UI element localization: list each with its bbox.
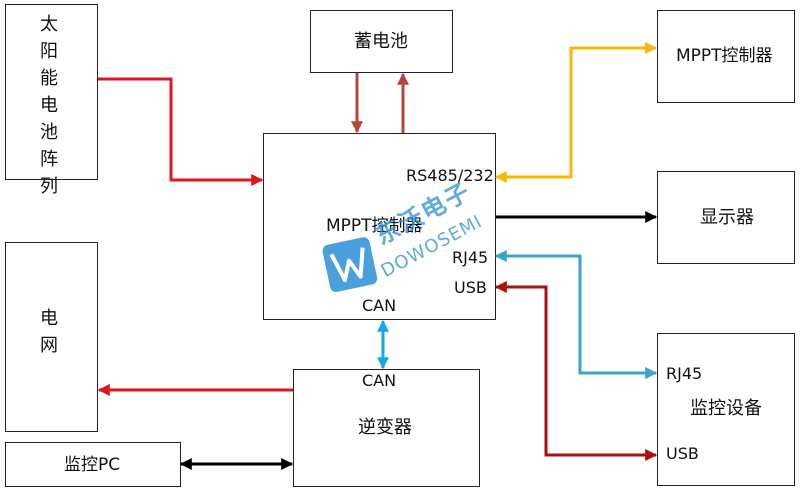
watermark: 东沃电子 DOWOSEMI	[318, 177, 498, 300]
rj45-main-port-label: RJ45	[452, 248, 489, 267]
mppt-main-label: MPPT控制器	[326, 216, 423, 236]
rj45-link-line	[494, 250, 658, 379]
monitor-device-box: RJ45 监控设备 USB	[657, 333, 795, 486]
grid-label: 电网	[40, 308, 58, 356]
rs485-port-label: RS485/232	[406, 166, 494, 185]
rj45-device-port-label: RJ45	[666, 364, 703, 383]
usb-main-port-label: USB	[454, 278, 487, 297]
mppt-main-box: RS485/232 MPPT控制器 RJ45 USB CAN	[263, 133, 496, 320]
display-box: 显示器	[657, 171, 795, 264]
mppt-ext-label: MPPT控制器	[676, 46, 773, 66]
grid-box: 电网	[5, 242, 98, 432]
can-main-port-label: CAN	[362, 296, 397, 315]
solar-array-label: 太阳能电池阵列	[40, 14, 58, 197]
monitor-pc-box: 监控PC	[5, 442, 181, 487]
usb-device-port-label: USB	[666, 444, 699, 463]
inverter-label: 逆变器	[358, 417, 412, 438]
monitor-pc-label: 监控PC	[64, 455, 121, 475]
mppt-ext-box: MPPT控制器	[657, 10, 795, 103]
battery-box: 蓄电池	[310, 10, 453, 73]
solar-to-mppt-line	[98, 77, 264, 186]
usb-link-line	[494, 281, 658, 461]
dowosemi-logo-icon	[322, 237, 378, 292]
monitor-device-label: 监控设备	[690, 398, 762, 419]
solar-array-box: 太阳能电池阵列	[5, 4, 98, 197]
display-label: 显示器	[700, 207, 754, 228]
inverter-box: CAN 逆变器	[293, 369, 480, 487]
can-inverter-port-label: CAN	[362, 371, 397, 390]
rs485-link-line	[494, 42, 658, 183]
battery-label: 蓄电池	[354, 31, 408, 52]
